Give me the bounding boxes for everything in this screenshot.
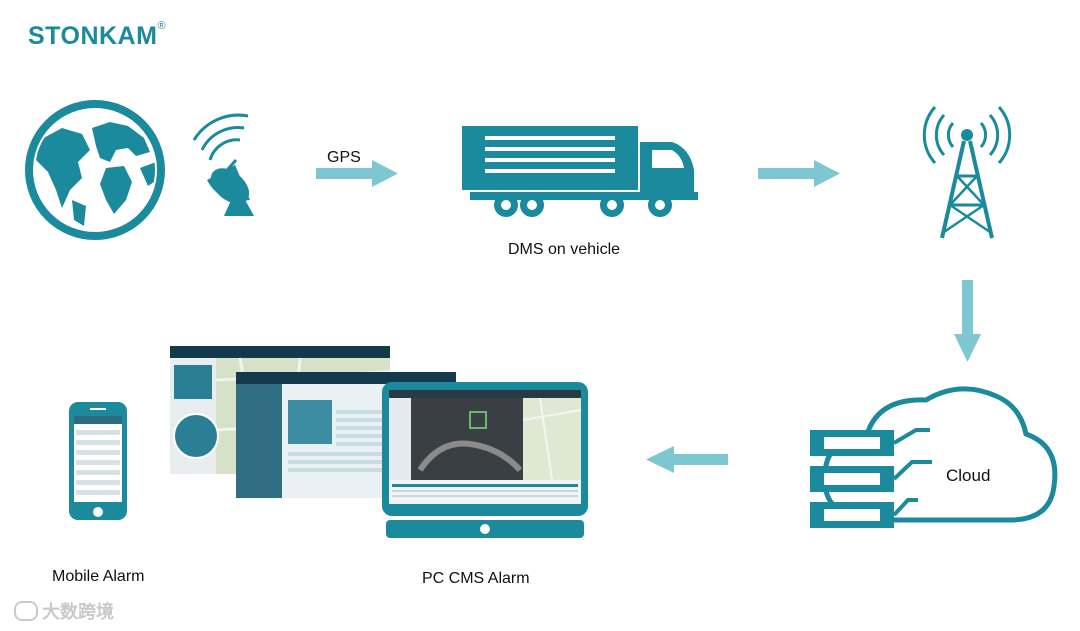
gps-arrow xyxy=(316,160,398,187)
brand-name: STONKAM xyxy=(28,22,158,50)
watermark: 大数跨境 xyxy=(14,598,114,624)
tower-to-cloud-arrow xyxy=(954,280,981,362)
cloud-to-pc-arrow xyxy=(646,446,728,473)
pc-cms-alarm-label: PC CMS Alarm xyxy=(422,570,530,587)
registered-mark: ® xyxy=(157,20,167,32)
signal-tower-icon xyxy=(922,106,1012,239)
watermark-icon xyxy=(14,601,38,621)
globe-icon xyxy=(25,100,165,240)
truck-icon xyxy=(462,126,698,217)
satellite-dish-icon xyxy=(192,113,254,216)
laptop-icon xyxy=(382,382,588,538)
cloud-label: Cloud xyxy=(946,466,991,485)
gps-label: GPS xyxy=(327,149,361,166)
dms-label: DMS on vehicle xyxy=(508,241,621,258)
watermark-text: 大数跨境 xyxy=(42,602,114,622)
truck-to-tower-arrow xyxy=(758,160,840,187)
mobile-alarm-label: Mobile Alarm xyxy=(52,568,145,585)
brand-logo: STONKAM® xyxy=(28,20,167,51)
phone-icon xyxy=(69,402,127,520)
cloud-server-icon xyxy=(810,386,1058,528)
